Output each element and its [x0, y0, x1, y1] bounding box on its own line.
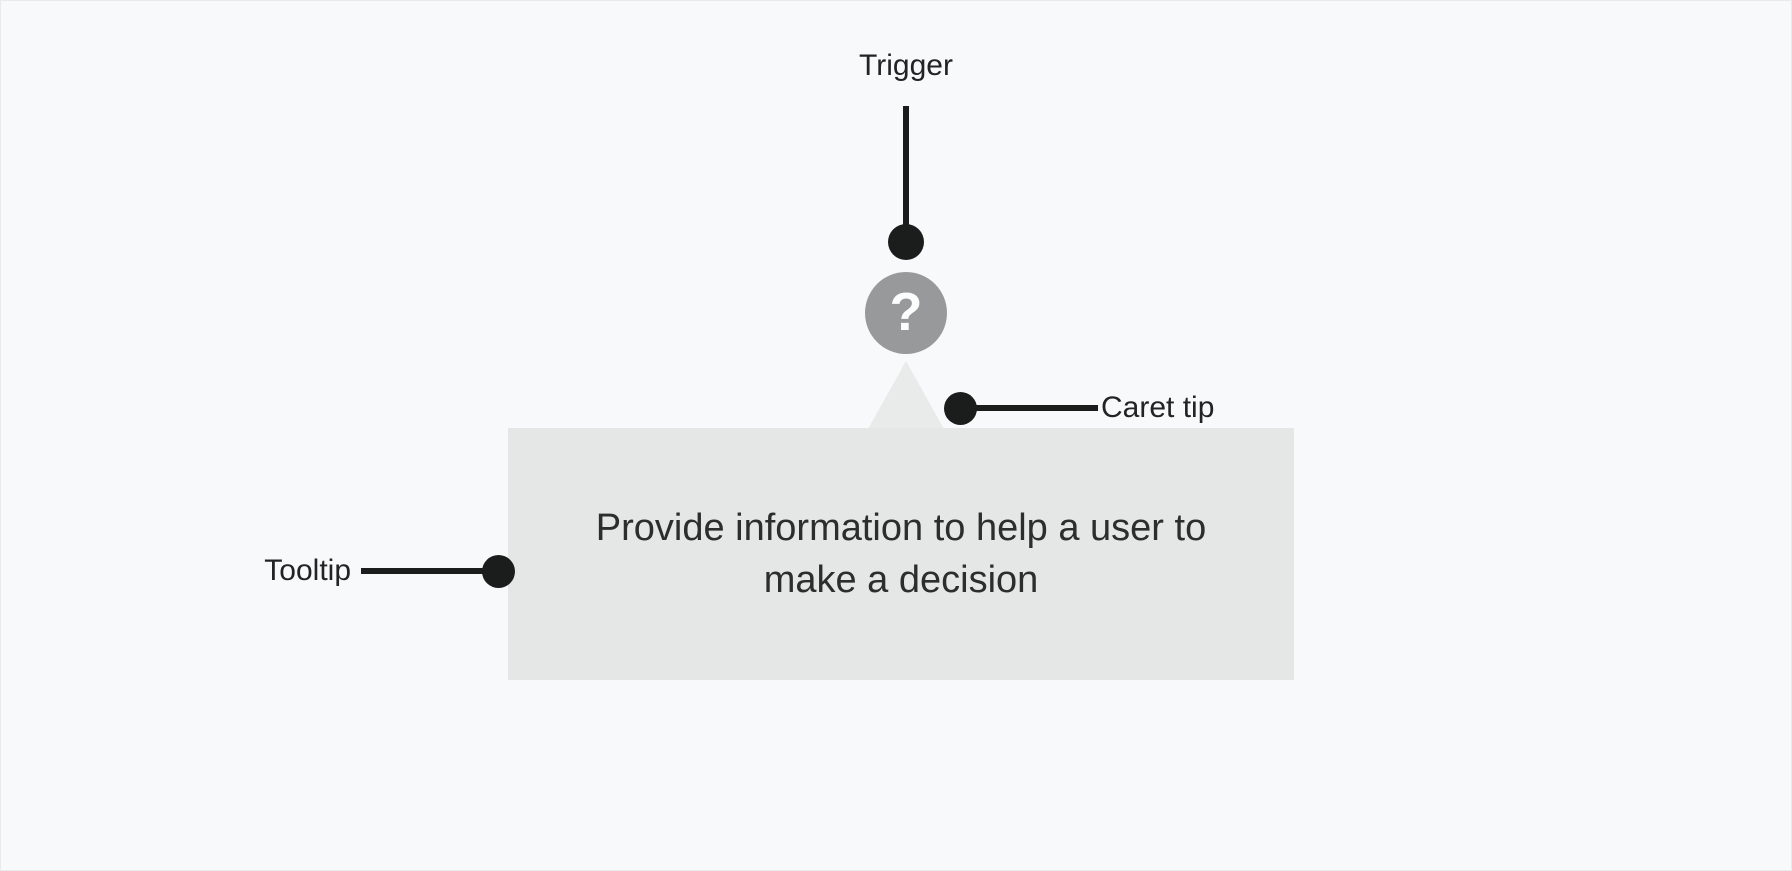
tooltip-body: Provide information to help a user to ma…	[508, 428, 1294, 680]
tooltip-leader-dot	[482, 555, 515, 588]
help-trigger-button[interactable]: ?	[865, 272, 947, 354]
tooltip-text: Provide information to help a user to ma…	[595, 507, 1207, 601]
tooltip-caret	[868, 361, 944, 429]
caret-tip-annotation-label: Caret tip	[1101, 391, 1215, 424]
trigger-leader-dot	[888, 224, 924, 260]
trigger-leader-line	[903, 106, 909, 228]
tooltip-annotation-label: Tooltip	[264, 554, 351, 587]
question-mark-icon: ?	[889, 282, 923, 342]
tooltip-leader-line	[361, 568, 498, 574]
trigger-annotation-label: Trigger	[859, 49, 953, 82]
caret-tip-leader-line	[960, 405, 1098, 411]
